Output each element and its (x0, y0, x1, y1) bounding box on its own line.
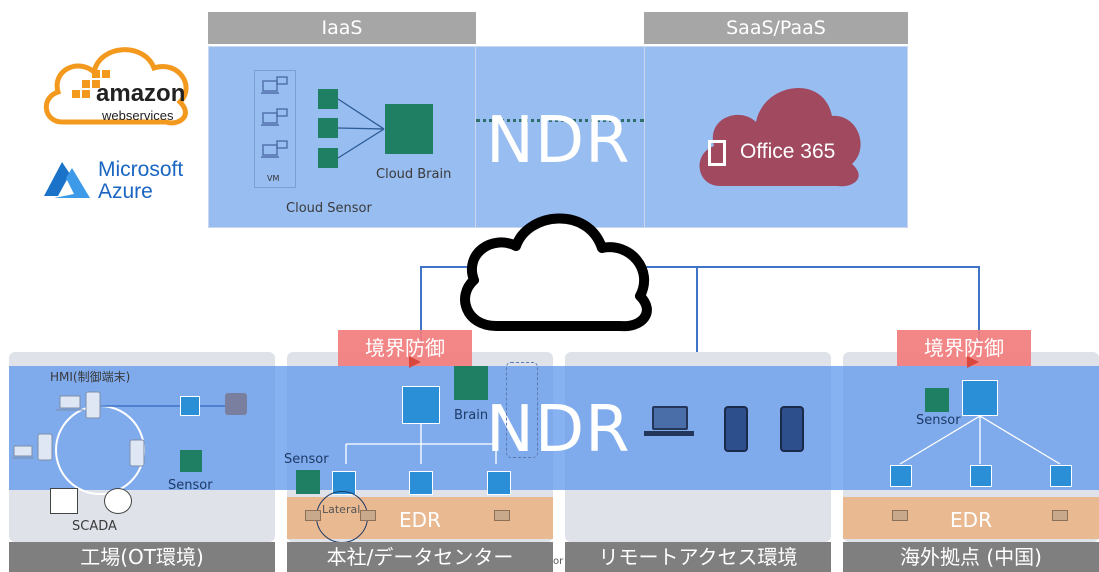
aws-subtext: webservices (102, 108, 174, 123)
sensor-to-brain-lines (338, 98, 385, 159)
hmi-label: HMI(制御端末) (50, 370, 131, 384)
factory-site-label: 工場(OT環境) (9, 542, 275, 572)
link-line-overseas (978, 266, 980, 386)
azure-icon (44, 162, 90, 198)
boundary-defense-right: 境界防御 (897, 330, 1031, 366)
cloud-sensor-label: Cloud Sensor (286, 201, 372, 216)
ot-sensor-label: Sensor (168, 478, 213, 493)
hq-pc-icon-2 (360, 510, 376, 521)
firewall-left-icon (409, 356, 421, 368)
iaas-header: IaaS (208, 12, 476, 44)
scada-label: SCADA (72, 519, 117, 534)
hq-branch-lines (345, 424, 497, 464)
link-line-remote (696, 266, 698, 358)
overseas-switch-3 (1050, 465, 1072, 487)
remote-site-label: リモートアクセス環境 (565, 542, 831, 572)
overseas-switch-1 (890, 465, 912, 487)
hq-sensor-icon (296, 470, 320, 494)
hq-pc-icon-3 (494, 510, 510, 521)
hq-brain-icon (454, 366, 488, 400)
remote-phone-icon-2 (780, 406, 804, 452)
overseas-switch-2 (970, 465, 992, 487)
azure-line2: Azure (98, 180, 153, 203)
remote-laptop-base (644, 431, 694, 436)
overseas-pc-icon-2 (1052, 510, 1068, 521)
overseas-branch-lines (899, 416, 1061, 465)
cloud-sensor-3 (318, 148, 338, 168)
stray-text: or (553, 556, 564, 567)
azure-line1: Microsoft (98, 158, 184, 181)
office365-cloud-icon (699, 88, 861, 187)
boundary-defense-left: 境界防御 (338, 330, 472, 366)
saas-header: SaaS/PaaS (644, 12, 908, 44)
azure-logo: Microsoft Azure (38, 156, 208, 206)
remote-phone-icon-1 (724, 406, 748, 452)
cloud-brain-icon (385, 104, 433, 154)
internet-cloud-icon (460, 213, 652, 332)
firewall-right-icon (967, 356, 979, 368)
vm-group: VM (254, 70, 296, 188)
tools-icon (50, 488, 78, 514)
hq-switch-3 (487, 471, 511, 495)
hq-sensor-label: Sensor (284, 452, 329, 467)
gauge-icon (104, 488, 132, 514)
remote-laptop-icon (652, 406, 688, 430)
hq-core-switch-icon (402, 386, 440, 424)
hq-switch-2 (409, 471, 433, 495)
office365-icon (708, 140, 726, 166)
overseas-sensor-icon (925, 388, 949, 412)
link-line-horizontal (420, 266, 980, 268)
office365-label: Office 365 (740, 140, 836, 163)
vm-label: VM (267, 174, 280, 183)
cloud-sensor-1 (318, 89, 338, 109)
aws-wordmark: amazon (96, 80, 186, 107)
ot-network-diagram (12, 391, 240, 495)
cloud-sensor-2 (318, 118, 338, 138)
ot-sensor-icon (180, 450, 202, 472)
hq-site-label: 本社/データセンター (287, 542, 553, 572)
ndr-cloud-label: NDR (486, 104, 631, 178)
hq-brain-label: Brain (454, 408, 489, 423)
hq-server-rack-icon (506, 362, 538, 458)
overseas-core-switch-icon (962, 380, 998, 416)
ot-switch-icon (180, 396, 200, 416)
hq-pc-icon-1 (305, 510, 321, 521)
overseas-pc-icon-1 (892, 510, 908, 521)
cloud-brain-label: Cloud Brain (376, 167, 452, 182)
vm-laptops-icon (261, 76, 288, 158)
overseas-sensor-label: Sensor (916, 413, 961, 428)
link-line-hq (420, 266, 422, 386)
iaas-saas-dotted-link (476, 119, 644, 122)
ot-gateway-icon (225, 393, 247, 415)
aws-cloud-icon (44, 47, 189, 126)
lateral-label: Lateral (322, 503, 361, 516)
aws-logo: amazon webservices (38, 36, 198, 132)
overseas-site-label: 海外拠点 (中国) (843, 542, 1099, 572)
